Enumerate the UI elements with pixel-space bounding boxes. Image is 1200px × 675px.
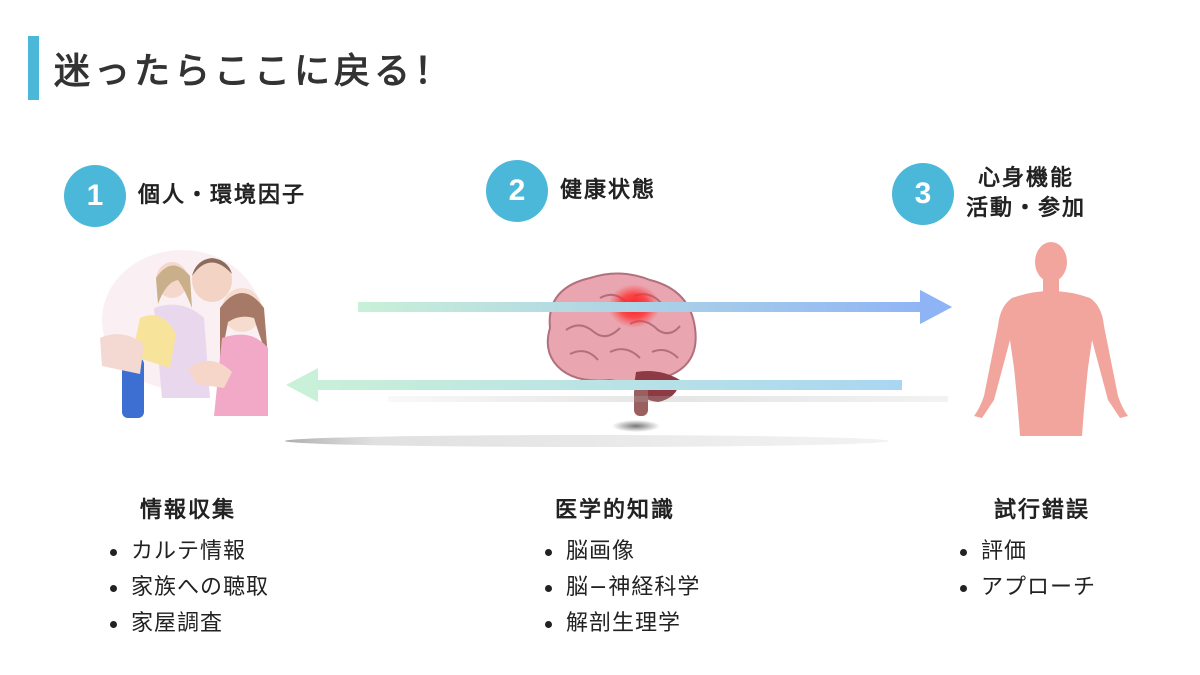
list-item-text: アプローチ: [981, 575, 1097, 600]
list-item: カルテ情報: [110, 534, 269, 570]
bullet-dot-icon: [545, 548, 552, 556]
page-title: 迷ったらここに戻る！: [54, 51, 455, 92]
step-number-badge: 3: [892, 163, 954, 225]
step-health-condition: 2 健康状態: [486, 160, 656, 222]
list-item-text: 解剖生理学: [566, 611, 682, 636]
step-label: 心身機能 活動・参加: [966, 164, 1086, 224]
bullet-dot-icon: [960, 548, 967, 556]
bullet-dot-icon: [110, 620, 117, 628]
arrow-right-icon: [358, 290, 952, 324]
step-personal-environment: 1 個人・環境因子: [64, 165, 306, 227]
step-label-line1: 心身機能: [978, 166, 1075, 191]
bullet-dot-icon: [960, 584, 967, 592]
list-item: 脳−神経科学: [545, 570, 700, 606]
list-item: 家族への聴取: [110, 570, 269, 606]
column-trial-and-error: 試行錯誤 評価 アプローチ: [960, 492, 1096, 606]
flow-arrows: [286, 290, 952, 402]
bullet-list: 脳画像 脳−神経科学 解剖生理学: [545, 534, 700, 642]
column-heading: 情報収集: [140, 498, 237, 523]
bullet-dot-icon: [110, 548, 117, 556]
human-body-illustration: [974, 242, 1128, 436]
list-item-text: 脳画像: [566, 539, 636, 564]
list-item-text: 評価: [981, 539, 1028, 564]
step-number-badge: 1: [64, 165, 126, 227]
arrow-left-icon: [286, 368, 902, 402]
bullet-list: カルテ情報 家族への聴取 家屋調査: [110, 534, 269, 642]
bullet-dot-icon: [545, 584, 552, 592]
list-item: 評価: [960, 534, 1096, 570]
title-accent-bar: [28, 36, 39, 100]
step-label: 健康状態: [560, 178, 657, 203]
step-label: 個人・環境因子: [138, 183, 307, 208]
column-medical-knowledge: 医学的知識 脳画像 脳−神経科学 解剖生理学: [545, 492, 700, 642]
list-item-text: カルテ情報: [131, 539, 247, 564]
ground-shadow: [285, 435, 889, 447]
list-item: アプローチ: [960, 570, 1096, 606]
list-item-text: 脳−神経科学: [566, 575, 701, 600]
step-number-badge: 2: [486, 160, 548, 222]
column-information-gathering: 情報収集 カルテ情報 家族への聴取 家屋調査: [110, 492, 269, 642]
step-label-line2: 活動・参加: [966, 196, 1087, 221]
list-item: 脳画像: [545, 534, 700, 570]
step-body-function-activity: 3 心身機能 活動・参加: [892, 163, 1086, 225]
bullet-list: 評価 アプローチ: [960, 534, 1096, 606]
list-item: 家屋調査: [110, 606, 269, 642]
column-heading: 医学的知識: [555, 498, 676, 523]
column-heading: 試行錯誤: [994, 498, 1091, 523]
list-item: 解剖生理学: [545, 606, 700, 642]
bullet-dot-icon: [545, 620, 552, 628]
family-illustration: [100, 250, 268, 418]
list-item-text: 家族への聴取: [131, 575, 270, 600]
bullet-dot-icon: [110, 584, 117, 592]
list-item-text: 家屋調査: [131, 611, 224, 636]
